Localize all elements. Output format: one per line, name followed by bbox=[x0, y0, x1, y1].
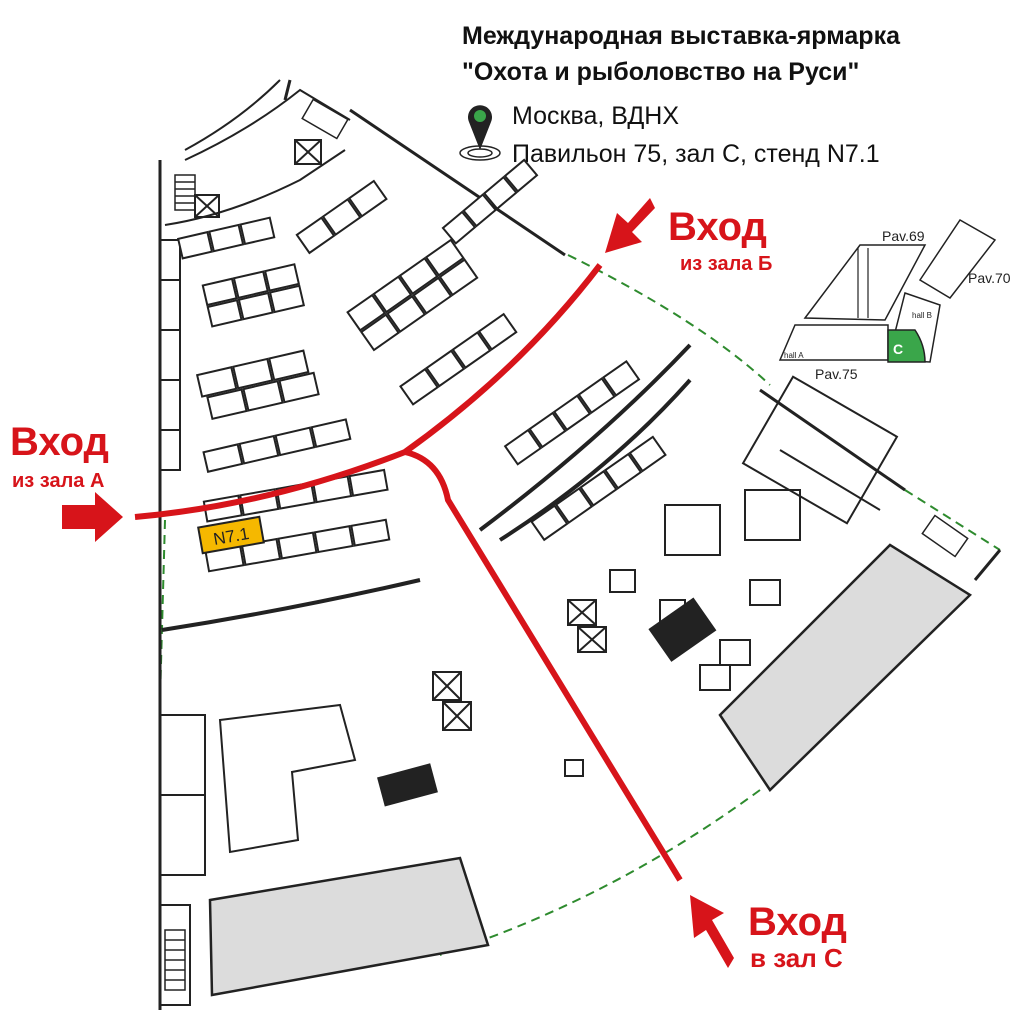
mini-pav69: Pav.69 bbox=[882, 228, 925, 244]
seating-blocks bbox=[377, 597, 717, 807]
location-pin-icon bbox=[459, 105, 501, 161]
stand-n71[interactable]: N7.1 bbox=[197, 515, 265, 555]
right-stairs bbox=[921, 514, 969, 558]
left-column-rooms bbox=[159, 239, 206, 1006]
entrance-a-main: Вход bbox=[10, 420, 109, 464]
mini-hall-c: C bbox=[893, 341, 903, 357]
title-line-1: Международная выставка-ярмарка bbox=[462, 22, 900, 50]
inner-walls bbox=[161, 343, 692, 632]
grey-hall-right bbox=[718, 543, 973, 792]
lift-boxes bbox=[432, 599, 607, 731]
route bbox=[134, 263, 683, 882]
grey-hall-bottom bbox=[208, 856, 490, 997]
title-line-2: "Охота и рыболовство на Руси" bbox=[462, 58, 860, 86]
lower-left-stairs bbox=[164, 929, 186, 991]
location-stand: Павильон 75, зал С, стенд N7.1 bbox=[512, 140, 880, 168]
upper-stairs bbox=[174, 98, 349, 211]
mini-pav75: Pav.75 bbox=[815, 366, 858, 382]
right-block bbox=[741, 375, 899, 525]
entrance-c-main: Вход bbox=[748, 900, 847, 944]
mini-hall-a: hall A bbox=[784, 351, 804, 360]
mini-hall-b: hall B bbox=[912, 311, 932, 320]
location-city: Москва, ВДНХ bbox=[512, 102, 680, 130]
mini-pav70: Pav.70 bbox=[968, 270, 1011, 286]
entrance-b-main: Вход bbox=[668, 205, 767, 249]
booths bbox=[176, 158, 801, 777]
entrance-b-sub: из зала Б bbox=[680, 253, 772, 275]
entrance-c-sub: в зал С bbox=[750, 943, 843, 973]
lower-left-room bbox=[218, 703, 357, 854]
entrance-a-sub: из зала А bbox=[12, 470, 104, 492]
arrow-icon bbox=[62, 198, 734, 968]
mini-map: Pav.69 Pav.70 Pav.75 hall A hall B C bbox=[778, 219, 1011, 382]
upper-room bbox=[164, 79, 351, 226]
